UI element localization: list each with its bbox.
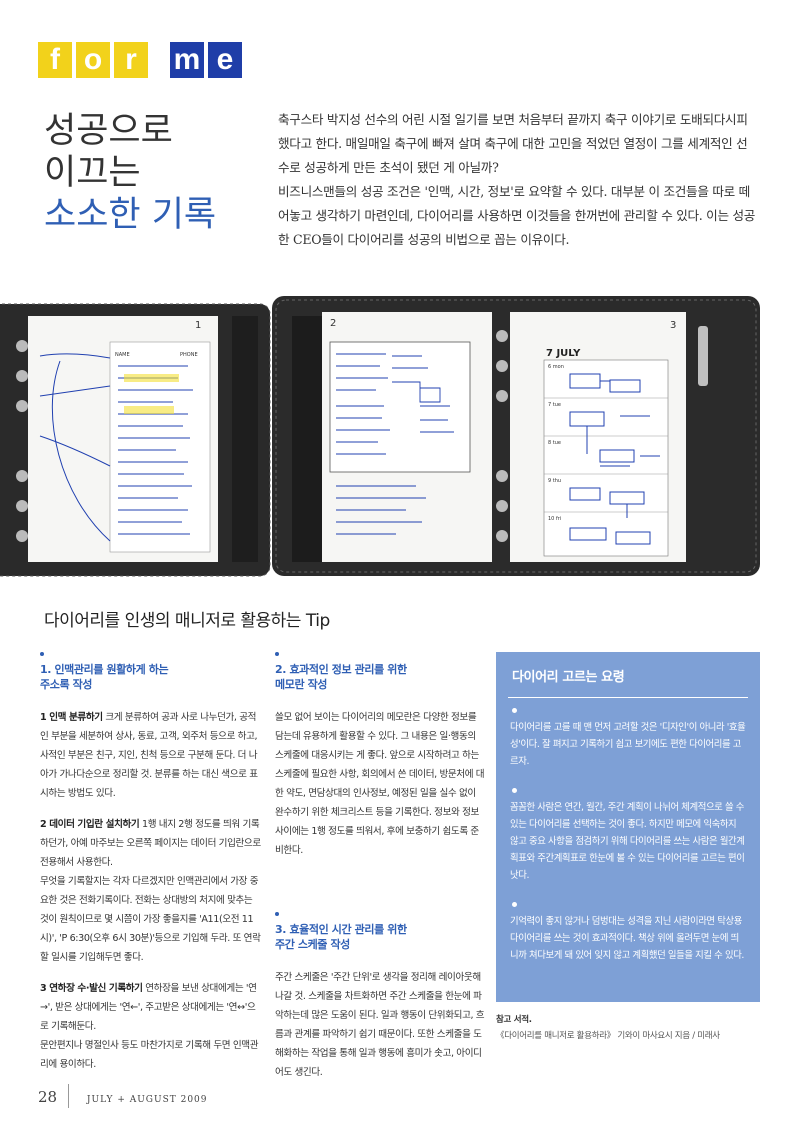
intro-text: 축구스타 박지성 선수의 어린 시절 일기를 보면 처음부터 끝까지 축구 이야…	[278, 108, 758, 252]
reference-label: 참고 서적.	[496, 1015, 532, 1025]
section-2-heading-line-1: 2. 효과적인 정보 관리를 위한	[275, 663, 407, 676]
section-1-heading: 1. 인맥관리를 원활하게 하는 주소록 작성	[40, 662, 262, 692]
item-1-title: 1 인맥 분류하기	[40, 712, 103, 723]
bullet-icon	[512, 902, 517, 907]
handwriting-right	[569, 373, 660, 545]
page-label-3: 3	[670, 320, 676, 331]
box-item-2-text: 꼼꼼한 사람은 연간, 월간, 주간 계획이 나뉘어 체계적으로 쓸 수 있는 …	[510, 802, 745, 881]
reference: 참고 서적. 《다이어리를 매니저로 활용하라》 기와이 마사요시 지음 / 미…	[496, 1012, 760, 1044]
reference-text: 《다이어리를 매니저로 활용하라》 기와이 마사요시 지음 / 미래사	[496, 1031, 720, 1041]
section-2-body: 쓸모 없어 보이는 다이어리의 메모란은 다양한 정보를 담는데 유용하게 활용…	[275, 712, 485, 856]
logo-letter-m: m	[170, 42, 204, 78]
bullet-icon	[40, 652, 44, 656]
section-3-heading: 3. 효율적인 시간 관리를 위한 주간 스케줄 작성	[275, 922, 485, 952]
box-item-1-text: 다이어리를 고를 때 맨 먼저 고려할 것은 '디자인'이 아니라 '효율성'이…	[510, 722, 746, 767]
left-page-name-col: NAME	[115, 352, 130, 358]
box-item-1: 다이어리를 고를 때 맨 먼저 고려할 것은 '디자인'이 아니라 '효율성'이…	[496, 698, 760, 770]
section-3-heading-line-2: 주간 스케줄 작성	[275, 938, 350, 951]
page-footer: 28 JULY + AUGUST 2009	[38, 1084, 208, 1108]
section-1-item-2: 2 데이터 기입란 설치하기 1행 내지 2행 정도를 띄워 기록하던가, 아예…	[40, 815, 262, 872]
bullet-icon	[275, 652, 279, 656]
section-3-heading-line-1: 3. 효율적인 시간 관리를 위한	[275, 923, 407, 936]
item-3-title: 3 연하장 수·발신 기록하기	[40, 983, 143, 994]
section-1-heading-line-2: 주소록 작성	[40, 678, 93, 691]
section-1-heading-line-1: 1. 인맥관리를 원활하게 하는	[40, 663, 169, 676]
intro-paragraph-2: 비즈니스맨들의 성공 조건은 '인맥, 시간, 정보'로 요약할 수 있다. 대…	[278, 184, 756, 247]
section-3-body: 주간 스케줄은 '주간 단위'로 생각을 정리해 레이아웃해 나갈 것. 스케줄…	[275, 972, 485, 1078]
section-2-heading: 2. 효과적인 정보 관리를 위한 메모란 작성	[275, 662, 485, 692]
logo-letter-f: f	[38, 42, 72, 78]
section-1-item-3: 3 연하장 수·발신 기록하기 연하장을 보낸 상대에게는 '연→', 받은 상…	[40, 979, 262, 1036]
intro-paragraph-1: 축구스타 박지성 선수의 어린 시절 일기를 보면 처음부터 끝까지 축구 이야…	[278, 112, 748, 175]
headline-line-3: 소소한 기록	[44, 195, 217, 235]
box-title: 다이어리 고르는 요령	[512, 670, 625, 685]
box-item-3: 기억력이 좋지 않거나 덤벙대는 성격을 지닌 사람이라면 탁상용 다이어리를 …	[496, 884, 760, 964]
bullet-icon	[275, 912, 279, 916]
item-2-body: 1행 내지 2행 정도를 띄워 기록하던가, 아예 마주보는 오른쪽 페이지는 …	[40, 819, 261, 868]
left-binder-rings	[16, 340, 28, 542]
tips-column-1: 1. 인맥관리를 원활하게 하는 주소록 작성 1 인맥 분류하기 크게 분류하…	[40, 652, 262, 1086]
pen-icon	[698, 326, 708, 386]
section-2-heading-line-2: 메모란 작성	[275, 678, 328, 691]
calendar-day-3: 8 tue	[548, 440, 561, 446]
handwriting-middle	[336, 353, 454, 535]
item-3-body: 연하장을 보낸 상대에게는 '연→', 받은 상대에게는 '연←', 주고받은 …	[40, 983, 257, 1032]
calendar-day-4: 9 thu	[548, 478, 561, 484]
section-1-item-2-cont: 무엇을 기록할지는 각자 다르겠지만 인맥관리에서 가장 중요한 것은 전화기록…	[40, 876, 261, 963]
box-divider	[508, 697, 748, 698]
issue-label: JULY + AUGUST 2009	[86, 1095, 208, 1105]
tips-title: 다이어리를 인생의 매니저로 활용하는 Tip	[44, 611, 330, 631]
page-label-1: 1	[195, 320, 201, 331]
section-1-item-1: 1 인맥 분류하기 크게 분류하여 공과 사로 나누던가, 공적인 부분을 세분…	[40, 708, 262, 803]
right-binder-rings	[496, 330, 508, 542]
box-item-2: 꼼꼼한 사람은 연간, 월간, 주간 계획이 나뉘어 체계적으로 쓸 수 있는 …	[496, 770, 760, 884]
page-number: 28	[38, 1088, 58, 1106]
for-me-logo: f o r m e	[38, 42, 242, 84]
headline-line-2: 이끄는	[44, 153, 141, 193]
calendar-day-2: 7 tue	[548, 402, 561, 408]
headline: 성공으로 이끄는 소소한 기록	[44, 110, 216, 236]
tips-column-2: 2. 효과적인 정보 관리를 위한 메모란 작성 쓸모 없어 보이는 다이어리의…	[275, 652, 485, 1094]
logo-letter-e: e	[208, 42, 242, 78]
diary-selection-box: 다이어리 고르는 요령 다이어리를 고를 때 맨 먼저 고려할 것은 '디자인'…	[496, 652, 760, 1002]
page-label-2: 2	[330, 318, 336, 329]
logo-letter-r: r	[114, 42, 148, 78]
section-1-item-3-cont: 문안편지나 명절인사 등도 마찬가지로 기록해 두면 인맥관리에 용이하다.	[40, 1040, 259, 1070]
headline-line-1: 성공으로	[44, 111, 173, 151]
calendar-month: 7 JULY	[546, 348, 581, 359]
calendar-day-5: 10 fri	[548, 516, 561, 522]
calendar-day-1: 6 mon	[548, 364, 564, 370]
diary-photo: 1 NAME PHONE 2 3 7 JULY 6 mon 7 tue 8 tu…	[0, 296, 760, 577]
item-2-title: 2 데이터 기입란 설치하기	[40, 819, 140, 830]
item-1-body: 크게 분류하여 공과 사로 나누던가, 공적인 부분을 세분하여 상사, 동료,…	[40, 712, 258, 799]
left-page-phone-col: PHONE	[180, 352, 198, 358]
footer-divider	[68, 1084, 69, 1108]
box-item-3-text: 기억력이 좋지 않거나 덤벙대는 성격을 지닌 사람이라면 탁상용 다이어리를 …	[510, 916, 745, 961]
bullet-icon	[512, 708, 517, 713]
logo-letter-o: o	[76, 42, 110, 78]
bullet-icon	[512, 788, 517, 793]
